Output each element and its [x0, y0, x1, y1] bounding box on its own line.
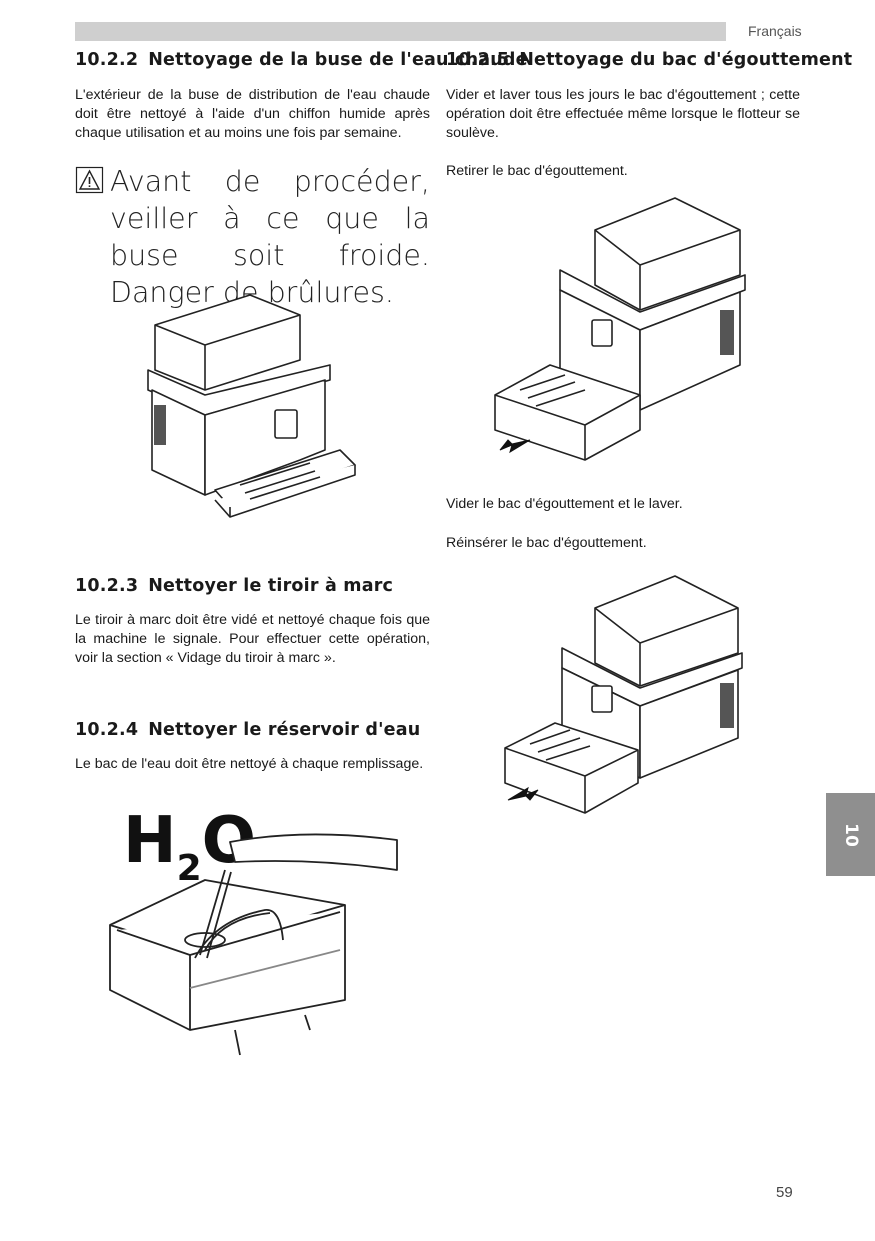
header-bar: [75, 22, 726, 41]
drip-tray-insert-illustration: [504, 575, 743, 814]
language-label: Français: [748, 23, 802, 39]
step-remove-tray: Retirer le bac d'égouttement.: [446, 163, 628, 179]
chapter-tab: 10: [826, 793, 875, 876]
water-tank-illustration: H2O: [109, 804, 398, 1056]
drip-tray-remove-illustration: [494, 197, 746, 461]
section-body-10-2-5: Vider et laver tous les jours le bac d'é…: [446, 87, 800, 141]
arrow-in-icon: [507, 786, 539, 801]
step-reinsert-tray: Réinsérer le bac d'égouttement.: [446, 535, 647, 551]
page-number: 59: [776, 1184, 793, 1201]
step-empty-tray: Vider le bac d'égouttement et le laver.: [446, 496, 683, 512]
section-body-10-2-3: Le tiroir à marc doit être vidé et netto…: [75, 612, 430, 666]
section-body-10-2-4: Le bac de l'eau doit être nettoyé à chaq…: [75, 756, 424, 772]
warning-text: Avant de procéder, veiller à ce que la b…: [110, 165, 430, 309]
warning-icon: [75, 166, 104, 194]
machine-front-illustration: [147, 294, 356, 518]
arrow-out-icon: [499, 439, 531, 454]
section-body-10-2-2: L'extérieur de la buse de distribution d…: [75, 87, 430, 141]
